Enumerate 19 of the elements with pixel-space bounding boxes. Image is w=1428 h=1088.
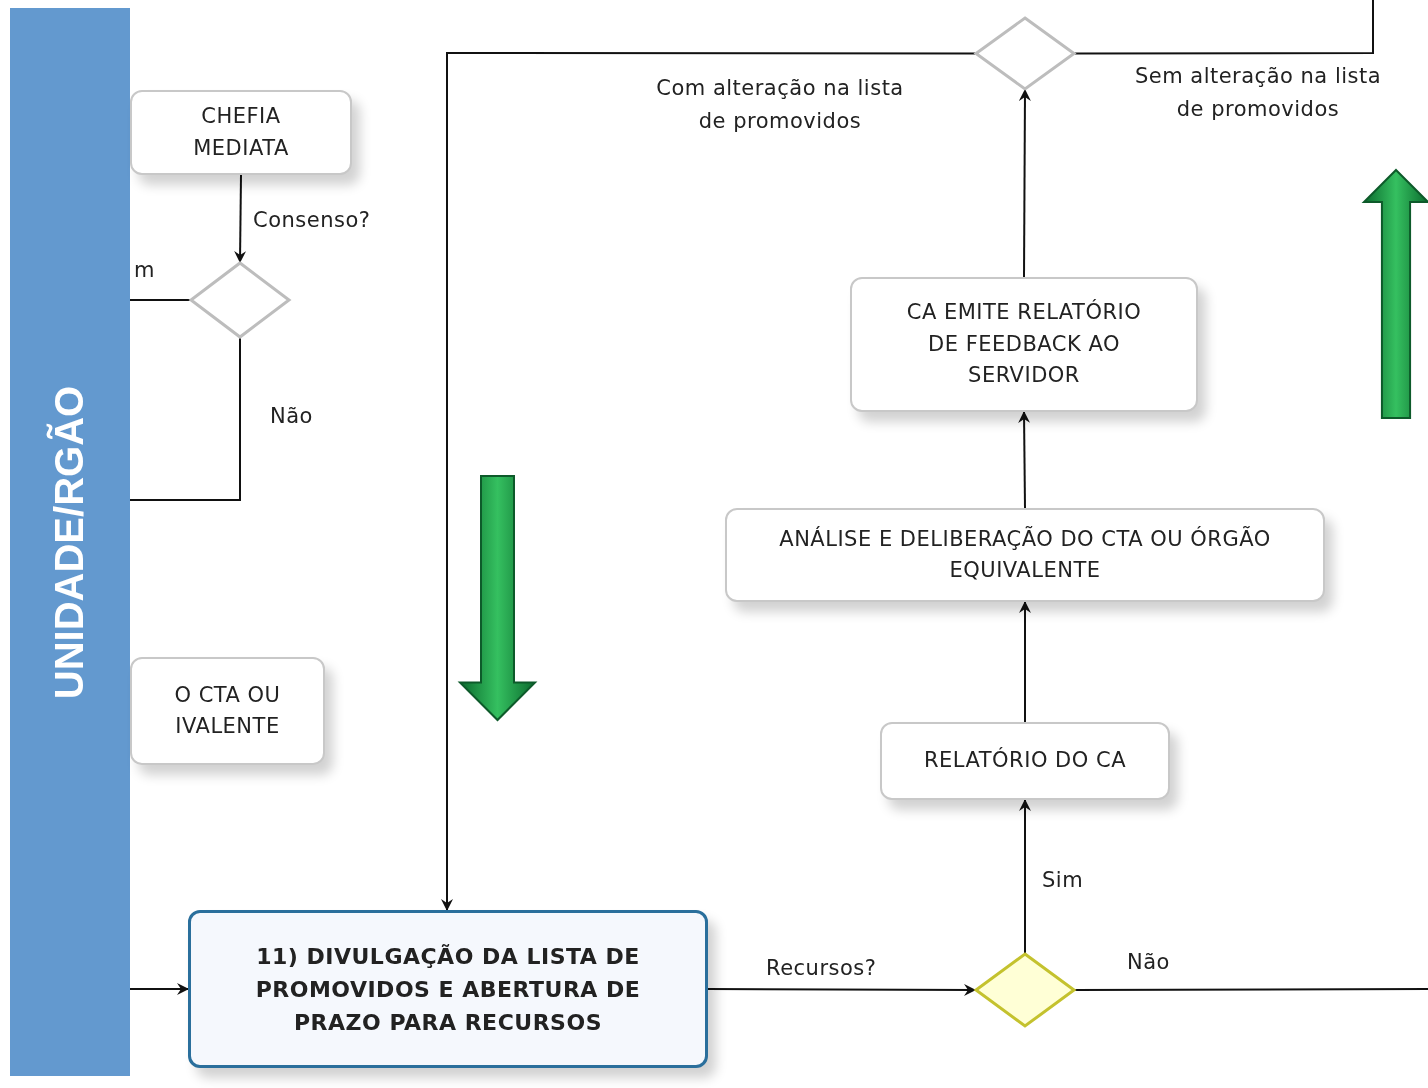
process-box: ANÁLISE E DELIBERAÇÃO DO CTA OU ÓRGÃO EQUIVALENTE (725, 508, 1325, 602)
connector-arrow (1019, 601, 1031, 723)
connector-arrow (1018, 89, 1031, 278)
process-box: O CTA OU IVALENTE (130, 657, 325, 765)
connector-arrow (441, 52, 976, 911)
connector-arrow (707, 983, 976, 996)
process-box: CA EMITE RELATÓRIO DE FEEDBACK AO SERVIDOR (850, 277, 1198, 412)
connector-arrow (1018, 411, 1031, 509)
connector-arrow (234, 174, 247, 263)
process-box: RELATÓRIO DO CA (880, 722, 1170, 800)
decision-diamond (973, 16, 1077, 91)
process-box: 11) DIVULGAÇÃO DA LISTA DE PROMOVIDOS E ABERTURA DE PRAZO PARA RECURSOS (188, 910, 708, 1068)
lane-title: UNIDADE/RGÃO (47, 385, 93, 699)
decision-diamond (973, 952, 1077, 1028)
swimlane-band (10, 8, 130, 1076)
connector-arrow (1019, 799, 1031, 954)
decision-diamond (188, 261, 292, 339)
process-box: CHEFIA MEDIATA (130, 90, 352, 175)
connector-arrow (129, 983, 189, 995)
